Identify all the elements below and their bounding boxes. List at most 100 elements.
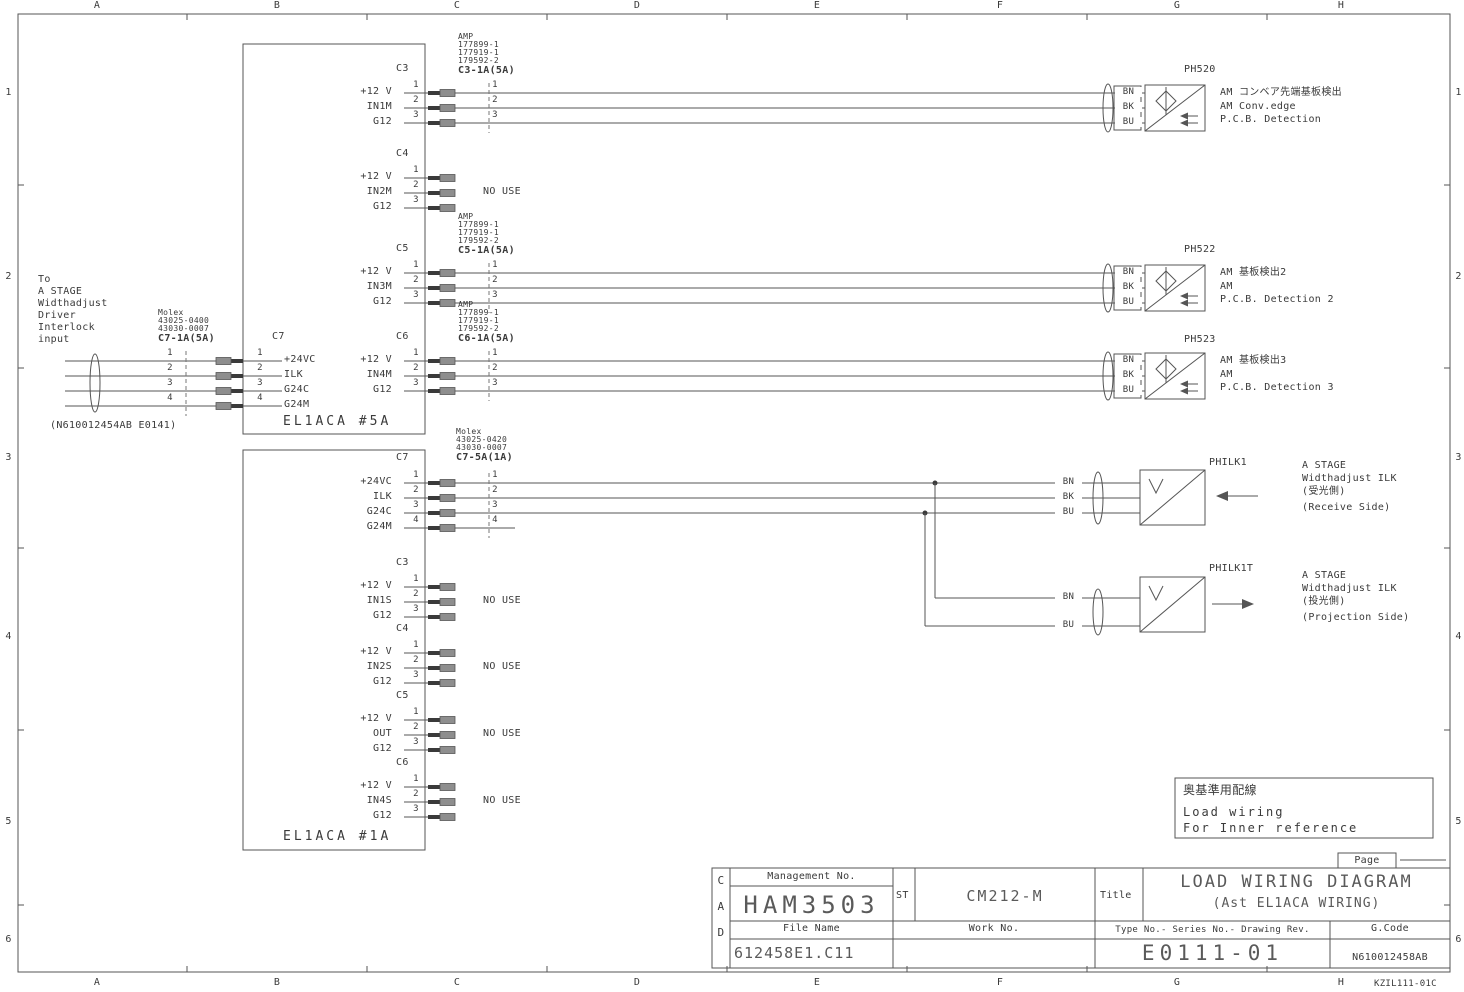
destination-note-line: Interlock xyxy=(38,322,95,333)
grid-col-label: D xyxy=(633,977,641,988)
title-label: Title xyxy=(1100,890,1132,901)
grid-col-label: H xyxy=(1337,0,1345,11)
pin-number: 2 xyxy=(413,275,419,285)
wire-color-label: BK xyxy=(1055,492,1082,502)
work-no-label: Work No. xyxy=(968,923,1020,934)
pin-number: 2 xyxy=(413,95,419,105)
pin-label: +12 V xyxy=(360,713,392,724)
amp-part-number: 177919-1 xyxy=(458,48,499,57)
grid-row-label: 4 xyxy=(5,631,12,642)
pin-label: IN2M xyxy=(366,186,392,197)
pin-label: +12 V xyxy=(360,171,392,182)
sensor-description: AM コンベア先端基板検出 xyxy=(1220,87,1342,98)
grid-col-label: E xyxy=(813,0,821,11)
pin-label: G12 xyxy=(373,201,392,212)
wire-color-label: BN xyxy=(1055,477,1082,487)
pin-label: +24VC xyxy=(284,354,316,365)
pin-label: G12 xyxy=(373,676,392,687)
sensor-description: A STAGE xyxy=(1302,570,1347,581)
wire-color-label: BU xyxy=(1115,297,1142,307)
amp-part-number: 179592-2 xyxy=(458,56,499,65)
sensor-description: AM xyxy=(1220,369,1233,380)
pin-label: +12 V xyxy=(360,86,392,97)
wire-number: 3 xyxy=(492,378,498,388)
pin-number: 4 xyxy=(413,515,419,525)
molex-maker-label: Molex xyxy=(158,308,184,317)
management-no-label: Management No. xyxy=(767,871,856,882)
connector-name-c3m: C3 xyxy=(396,63,409,74)
pin-number: 1 xyxy=(413,707,419,717)
file-name-label: File Name xyxy=(783,923,840,934)
sensor-philk1-symbol xyxy=(1092,469,1258,526)
grid-col-label: D xyxy=(633,0,641,11)
molex-part-number: 43025-0400 xyxy=(158,316,210,325)
wire-color-label: BK xyxy=(1115,102,1142,112)
connector-name-c6m: C6 xyxy=(396,331,409,342)
wire-color-label: BN xyxy=(1115,267,1142,277)
pin-label: G12 xyxy=(373,116,392,127)
pin-label: G12 xyxy=(373,296,392,307)
wire-color-label: BN xyxy=(1115,87,1142,97)
connector-part-code: C6-1A(5A) xyxy=(458,333,515,344)
connector-name-c3s: C3 xyxy=(396,557,409,568)
wire-color-label: BK xyxy=(1115,370,1142,380)
wire-number: 1 xyxy=(492,80,498,90)
pin-label: +24VC xyxy=(360,476,392,487)
amp-maker-label: AMP xyxy=(458,300,474,309)
connector-part-code: C5-1A(5A) xyxy=(458,245,515,256)
title-block-lines xyxy=(711,852,1451,969)
drawing-title-line2: (Ast EL1ACA WIRING) xyxy=(1212,896,1381,911)
grid-col-label: A xyxy=(93,0,101,11)
machine-code: CM212-M xyxy=(966,887,1044,905)
sensor-description: Widthadjust ILK xyxy=(1302,583,1397,594)
pin-number: 3 xyxy=(257,378,263,388)
sensor-description: (Receive Side) xyxy=(1302,502,1391,513)
amp-part-number: 177899-1 xyxy=(458,308,499,317)
molex-part-number: 43030-0007 xyxy=(456,443,508,452)
wire-number: 2 xyxy=(492,363,498,373)
pin-number: 1 xyxy=(413,260,419,270)
pin-label: G12 xyxy=(373,743,392,754)
no-use-note: NO USE xyxy=(483,595,521,606)
no-use-note: NO USE xyxy=(483,186,521,197)
cad-letter: C xyxy=(717,874,725,887)
wire-number: 3 xyxy=(492,110,498,120)
wire-number: 4 xyxy=(492,515,498,525)
connector-c6s-lines xyxy=(404,783,456,821)
pin-number: 3 xyxy=(413,737,419,747)
board-label-el1aca-1a: EL1ACA #1A xyxy=(283,829,392,844)
pin-label: +12 V xyxy=(360,354,392,365)
grid-row-label: 4 xyxy=(1455,631,1462,642)
grid-row-label: 6 xyxy=(5,934,12,945)
connector-part-code: C3-1A(5A) xyxy=(458,65,515,76)
wire-number: 2 xyxy=(492,95,498,105)
grid-col-label: H xyxy=(1337,977,1345,988)
connector-c4m-lines xyxy=(404,174,456,212)
wire-color-label: BN xyxy=(1055,592,1082,602)
wire-number: 3 xyxy=(492,500,498,510)
sensor-description: AM 基板検出3 xyxy=(1220,355,1287,366)
board-el1aca-5a-outline xyxy=(242,43,426,435)
type-series-rev-label: Type No.- Series No.- Drawing Rev. xyxy=(1115,925,1310,935)
wire-number: 4 xyxy=(167,393,173,403)
pin-number: 3 xyxy=(413,670,419,680)
amp-part-number: 177899-1 xyxy=(458,220,499,229)
pin-number: 3 xyxy=(413,195,419,205)
pin-label: IN4M xyxy=(366,369,392,380)
pin-number: 3 xyxy=(413,110,419,120)
amp-maker-label: AMP xyxy=(458,32,474,41)
wire-color-label: BN xyxy=(1115,355,1142,365)
pin-label: +12 V xyxy=(360,266,392,277)
sensor-description: (Projection Side) xyxy=(1302,612,1410,623)
pin-number: 2 xyxy=(413,722,419,732)
grid-col-label: G xyxy=(1173,0,1181,11)
connector-part-code: C7-5A(1A) xyxy=(456,452,513,463)
wire-number: 2 xyxy=(167,363,173,373)
board-ref-number: (N610012454AB E0141) xyxy=(50,420,177,431)
wire-color-label: BU xyxy=(1055,507,1082,517)
pin-number: 2 xyxy=(257,363,263,373)
sensor-description: A STAGE xyxy=(1302,460,1347,471)
connector-c7m-lines xyxy=(65,351,282,416)
gcode-label: G.Code xyxy=(1371,923,1409,934)
